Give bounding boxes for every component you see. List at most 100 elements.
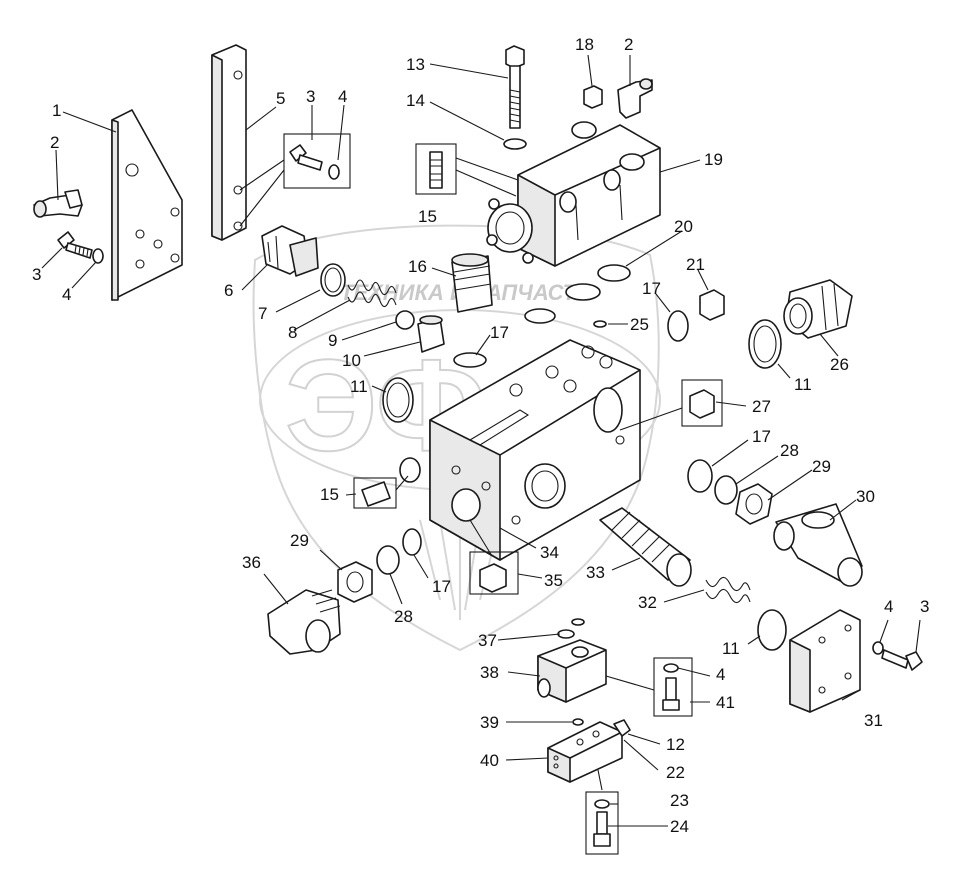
callout-12: 12 bbox=[666, 735, 685, 754]
callout-33: 33 bbox=[586, 563, 605, 582]
callout-4-left: 4 bbox=[62, 285, 71, 304]
plug-callout-box-35 bbox=[469, 551, 519, 595]
callout-20: 20 bbox=[674, 217, 693, 236]
valve-body-part-19 bbox=[486, 121, 661, 267]
washer-part-4-boxed-lower bbox=[663, 663, 679, 673]
nipple-part-15-lower bbox=[361, 481, 391, 507]
callout-1: 1 bbox=[52, 101, 61, 120]
callout-11-right: 11 bbox=[794, 375, 812, 394]
washer-part-4-boxed bbox=[328, 164, 340, 180]
elbow-fitting-part-2-left bbox=[33, 189, 83, 218]
leader-lines bbox=[41, 54, 921, 827]
elbow-fitting-part-2-top bbox=[617, 78, 653, 119]
callout-11-left: 11 bbox=[350, 377, 368, 396]
o-ring-part-17-middle bbox=[453, 352, 487, 368]
callout-41: 41 bbox=[716, 693, 735, 712]
callout-17-right: 17 bbox=[752, 427, 771, 446]
long-bolt-part-13 bbox=[505, 45, 525, 129]
circlip-part-28-left bbox=[376, 545, 400, 575]
callout-4-boxed-lower: 4 bbox=[716, 665, 725, 684]
callout-18: 18 bbox=[575, 35, 594, 54]
callout-4-boxed: 4 bbox=[338, 87, 347, 106]
callout-28-right: 28 bbox=[780, 441, 799, 460]
tee-fitting-part-30 bbox=[773, 503, 863, 587]
callout-29-right: 29 bbox=[812, 457, 831, 476]
strap-bar-part-5 bbox=[211, 44, 247, 241]
callout-29-left: 29 bbox=[290, 531, 309, 550]
nipple-callout-box-lower bbox=[353, 477, 397, 509]
callout-28-left: 28 bbox=[394, 607, 413, 626]
callout-3-right: 3 bbox=[920, 597, 929, 616]
washer-part-14 bbox=[503, 138, 527, 150]
bracket-plate-part-1 bbox=[111, 109, 183, 301]
o-ring-middle-upper bbox=[565, 283, 601, 301]
callout-6: 6 bbox=[224, 281, 233, 300]
o-ring-part-11-lower bbox=[757, 609, 787, 651]
callout-13: 13 bbox=[406, 55, 425, 74]
callout-labels: 1 2 3 4 5 3 4 6 7 8 9 10 11 13 14 15 16 … bbox=[32, 35, 929, 836]
bolt-callout-box-24 bbox=[585, 791, 619, 855]
main-block-part-34 bbox=[429, 339, 641, 561]
callout-4-right: 4 bbox=[884, 597, 893, 616]
washer-part-37-b bbox=[571, 618, 585, 626]
washer-part-25 bbox=[593, 320, 607, 328]
callout-39: 39 bbox=[480, 713, 499, 732]
callout-15-top: 15 bbox=[418, 207, 437, 226]
o-ring-part-20 bbox=[597, 264, 631, 282]
callout-23: 23 bbox=[670, 791, 689, 810]
callout-40: 40 bbox=[480, 751, 499, 770]
washer-part-39 bbox=[572, 718, 584, 726]
bolt-part-3-right bbox=[881, 649, 923, 671]
callout-9: 9 bbox=[328, 331, 337, 350]
callout-24: 24 bbox=[670, 817, 689, 836]
fitting-part-16 bbox=[451, 253, 493, 313]
callout-37: 37 bbox=[478, 631, 497, 650]
spring-part-8 bbox=[347, 279, 397, 308]
plug-part-27 bbox=[689, 389, 715, 419]
nipple-part-15-top bbox=[429, 151, 443, 189]
callout-11-lower: 11 bbox=[722, 639, 740, 658]
callout-5: 5 bbox=[276, 89, 285, 108]
circlip-part-28-right bbox=[714, 475, 738, 505]
bolt-callout-box-41 bbox=[653, 657, 693, 717]
o-ring-part-11-left bbox=[382, 377, 414, 423]
cover-plate-part-31 bbox=[789, 609, 861, 713]
callout-36: 36 bbox=[242, 553, 261, 572]
callout-22: 22 bbox=[666, 763, 685, 782]
callout-7: 7 bbox=[258, 304, 267, 323]
callout-8: 8 bbox=[288, 323, 297, 342]
callout-27: 27 bbox=[752, 397, 771, 416]
callout-17-lower: 17 bbox=[432, 577, 451, 596]
callout-17-middle: 17 bbox=[490, 323, 509, 342]
plug-part-35 bbox=[479, 563, 507, 593]
washer-part-4-right bbox=[872, 641, 884, 655]
o-ring-middle-lower bbox=[524, 308, 556, 324]
adapter-block-part-38 bbox=[537, 639, 607, 703]
o-ring-part-17-lower bbox=[402, 528, 422, 556]
callout-3-boxed: 3 bbox=[306, 87, 315, 106]
callout-16: 16 bbox=[408, 257, 427, 276]
callout-10: 10 bbox=[342, 351, 361, 370]
fitting-part-6 bbox=[261, 225, 319, 277]
ball-part-9 bbox=[395, 310, 415, 330]
callout-2-top: 2 bbox=[624, 35, 633, 54]
fitting-part-12 bbox=[613, 719, 631, 737]
callout-3-left: 3 bbox=[32, 265, 41, 284]
sleeve-part-10 bbox=[417, 315, 445, 353]
bolt-part-41 bbox=[662, 677, 680, 711]
solenoid-valve-part-40 bbox=[547, 721, 623, 783]
callout-17-upper-right: 17 bbox=[642, 279, 661, 298]
bolt-part-24 bbox=[593, 811, 611, 847]
o-ring-part-17-upper-right bbox=[667, 310, 689, 342]
spring-part-32 bbox=[705, 576, 751, 604]
o-ring-part-17-right bbox=[687, 459, 713, 493]
nipple-callout-box-top bbox=[415, 143, 457, 195]
watermark-wheat bbox=[419, 519, 501, 620]
callout-14: 14 bbox=[406, 91, 425, 110]
union-fitting-part-26 bbox=[783, 279, 853, 339]
bolt-washer-callout-box bbox=[283, 133, 351, 189]
plug-part-21 bbox=[699, 289, 725, 321]
sleeve-ring-lower bbox=[399, 457, 421, 483]
